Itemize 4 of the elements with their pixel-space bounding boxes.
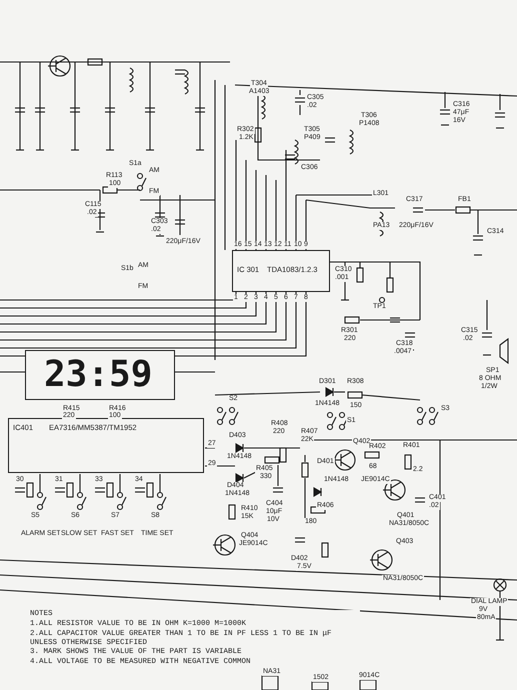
digital-clock-display xyxy=(25,350,175,400)
clock-digits: 23:59 xyxy=(44,354,152,395)
ic-chip xyxy=(232,250,330,292)
ic-chip xyxy=(8,418,204,473)
